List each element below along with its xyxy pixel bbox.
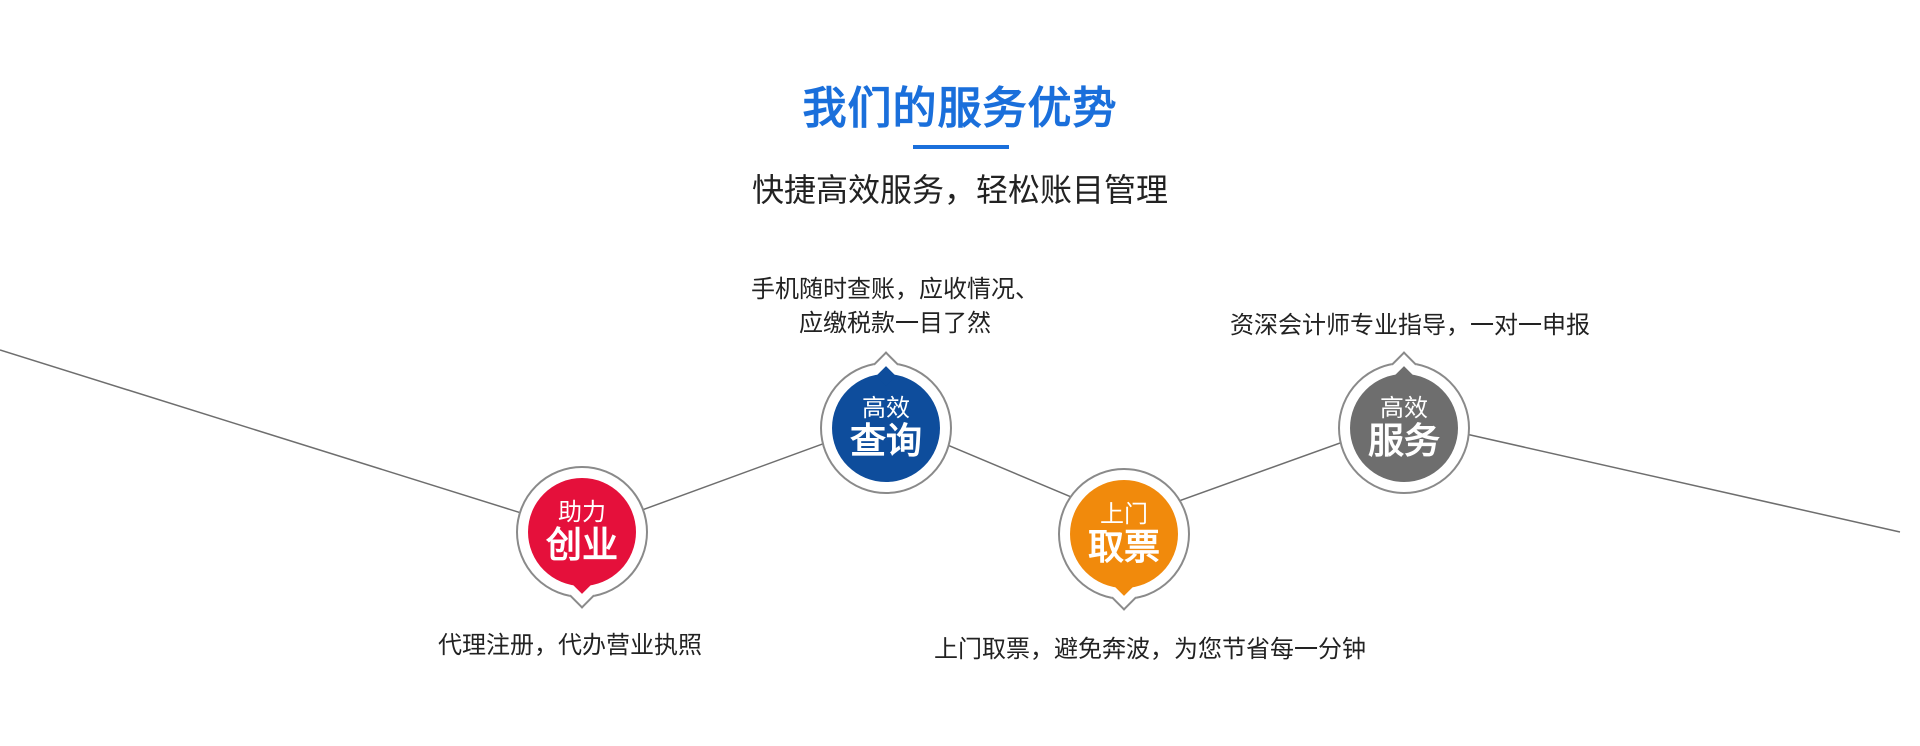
desc-query: 手机随时查账，应收情况、 应缴税款一目了然 xyxy=(735,272,1055,340)
desc-pickup: 上门取票，避免奔波，为您节省每一分钟 xyxy=(934,635,1366,663)
desc-service: 资深会计师专业指导，一对一申报 xyxy=(1230,311,1590,339)
badge-startup-big: 创业 xyxy=(545,525,618,566)
badge-service-big: 服务 xyxy=(1367,421,1440,462)
badge-startup: 助力 创业 xyxy=(516,466,648,609)
badge-query-inner: 高效 查询 xyxy=(832,366,940,482)
desc-query-line1: 手机随时查账，应收情况、 xyxy=(751,275,1039,303)
title-underline xyxy=(913,145,1009,149)
section-subtitle: 快捷高效服务，轻松账目管理 xyxy=(751,171,1168,209)
badge-service-small: 高效 xyxy=(1380,394,1428,422)
desc-query-line2: 应缴税款一目了然 xyxy=(799,309,991,337)
desc-startup: 代理注册，代办营业执照 xyxy=(438,631,702,659)
badge-pickup: 上门 取票 xyxy=(1058,468,1190,611)
badge-service: 高效 服务 xyxy=(1338,351,1470,494)
badge-pickup-inner: 上门 取票 xyxy=(1070,480,1178,596)
badge-pickup-big: 取票 xyxy=(1087,527,1160,568)
badge-query-big: 查询 xyxy=(849,421,922,462)
badge-startup-inner: 助力 创业 xyxy=(528,478,636,594)
section-title: 我们的服务优势 xyxy=(802,83,1118,134)
badge-query-small: 高效 xyxy=(862,394,910,422)
badge-pickup-small: 上门 xyxy=(1100,500,1148,528)
badge-service-inner: 高效 服务 xyxy=(1350,366,1458,482)
badge-query: 高效 查询 xyxy=(820,351,952,494)
badge-startup-small: 助力 xyxy=(558,498,606,526)
